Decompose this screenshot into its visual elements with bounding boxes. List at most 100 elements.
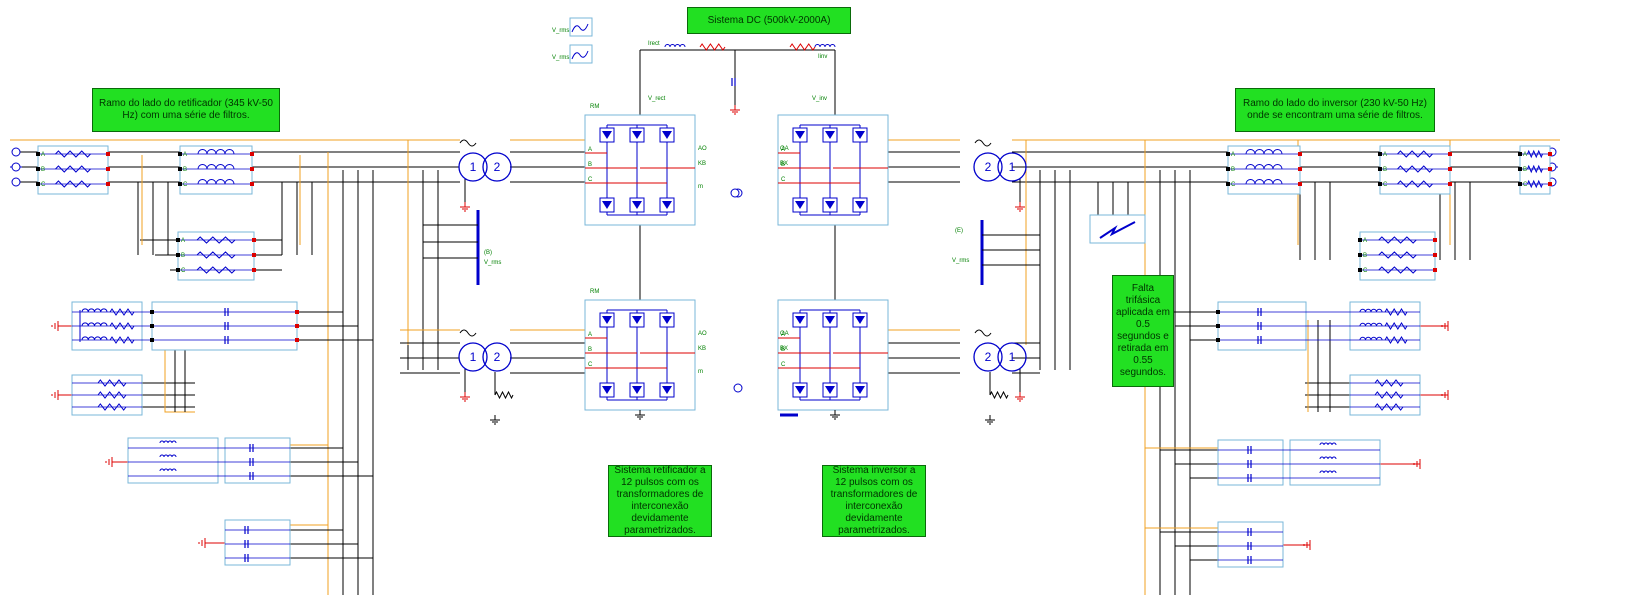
inductor-symbol <box>1245 179 1283 185</box>
ac-source-symbol <box>11 162 21 172</box>
label-rm: RM <box>590 289 599 295</box>
capacitor-symbol <box>244 540 249 548</box>
resistor-symbol <box>196 251 236 259</box>
capacitor-symbol <box>249 472 254 480</box>
capacitor-symbol <box>249 444 254 452</box>
fault-lightning-icon <box>1099 221 1136 239</box>
terminal <box>295 324 299 328</box>
phase-label: A <box>1363 238 1367 244</box>
label-bx: BX <box>780 346 788 352</box>
ground-symbol <box>1015 202 1025 212</box>
inductor-symbol <box>159 468 177 472</box>
terminal <box>1226 152 1230 156</box>
terminal <box>252 253 256 257</box>
inductor-symbol <box>1359 308 1383 313</box>
terminal <box>1433 238 1437 242</box>
terminal <box>36 167 40 171</box>
thyristor-symbol <box>662 131 672 139</box>
terminal <box>1448 182 1452 186</box>
ac-source-symbol <box>11 177 21 187</box>
shunt-filter-resistor-right <box>1359 231 1436 281</box>
label-rm: RM <box>590 104 599 110</box>
capacitor-symbol <box>224 322 229 330</box>
ground-symbol <box>1413 459 1421 469</box>
thyristor-symbol <box>795 201 805 209</box>
transformer-label: 1 <box>470 160 477 174</box>
thyristor-symbol <box>602 316 612 324</box>
ground-symbol <box>1441 321 1449 331</box>
thyristor-symbol <box>632 201 642 209</box>
inductor-symbol <box>1319 442 1337 446</box>
transformer-label: 2 <box>985 350 992 364</box>
transformer-winding <box>458 342 488 372</box>
components-layer <box>11 17 1557 568</box>
thyristor-symbol <box>825 316 835 324</box>
thyristor-symbol <box>795 131 805 139</box>
phase-label: C <box>1523 182 1528 188</box>
terminal <box>106 167 110 171</box>
label-vinv: V_inv <box>812 96 827 102</box>
shunt-filter-right-3-b <box>1289 439 1381 486</box>
transformer-rect-top <box>458 152 512 182</box>
terminal <box>106 182 110 186</box>
resistor-symbol <box>1378 266 1417 274</box>
note-dc-system: Sistema DC (500kV-2000A) <box>687 7 851 34</box>
label-vrms: V_rms <box>952 258 969 264</box>
shunt-filter-3-a <box>127 437 219 484</box>
inductor-symbol <box>1319 470 1337 474</box>
ground-symbol <box>460 392 470 402</box>
terminal <box>1548 167 1552 171</box>
transformer-winding <box>997 342 1027 372</box>
resistor-symbol <box>1374 379 1404 387</box>
transformer-label: 1 <box>1009 160 1016 174</box>
inductor-symbol <box>197 179 235 185</box>
thyristor-symbol <box>662 316 672 324</box>
resistor-symbol <box>1527 149 1543 159</box>
phase-label: B <box>1383 167 1387 173</box>
note-rectifier-system-text: Sistema retificador a 12 pulsos com os t… <box>614 465 706 536</box>
label-vrms: V_rms <box>552 55 569 61</box>
label-bx: BX <box>780 161 788 167</box>
resistor-symbol <box>109 336 135 344</box>
inductor-symbol <box>1359 322 1383 327</box>
capacitor-symbol <box>1247 556 1252 564</box>
transformer-winding <box>973 342 1003 372</box>
phase-label: C <box>1383 182 1388 188</box>
resistor-symbol <box>55 165 91 173</box>
thyristor-symbol <box>825 201 835 209</box>
terminal <box>150 324 154 328</box>
transformer-winding <box>482 152 512 182</box>
terminal <box>1226 182 1230 186</box>
note-rectifier-branch-text: Ramo do lado do retificador (345 kV-50 H… <box>99 98 273 121</box>
terminal <box>1216 324 1220 328</box>
scope-block <box>569 17 593 37</box>
terminal <box>252 238 256 242</box>
thyristor-symbol <box>825 131 835 139</box>
capacitor-symbol <box>224 308 229 316</box>
terminal <box>176 238 180 242</box>
note-inverter-system-text: Sistema inversor a 12 pulsos com os tran… <box>830 465 918 536</box>
transformer-winding <box>997 152 1027 182</box>
waveform-symbol <box>974 329 992 337</box>
thyristor-symbol <box>632 386 642 394</box>
terminal <box>1518 182 1522 186</box>
terminal <box>250 182 254 186</box>
transformer-winding <box>973 152 1003 182</box>
meter-symbol <box>733 383 743 393</box>
terminal <box>1358 238 1362 242</box>
phase-label: C <box>1363 268 1368 274</box>
capacitor-symbol <box>1247 460 1252 468</box>
terminal <box>1378 152 1382 156</box>
capacitor-symbol <box>731 78 736 86</box>
terminal <box>1298 152 1302 156</box>
phase-label: C <box>41 182 46 188</box>
note-inverter-system: Sistema inversor a 12 pulsos com os tran… <box>822 465 926 537</box>
resistor-symbol <box>1397 150 1433 158</box>
resistor-symbol <box>55 180 91 188</box>
transformer-label: 2 <box>985 160 992 174</box>
thyristor-symbol <box>632 131 642 139</box>
label-iinv: Iinv <box>818 54 827 60</box>
phase-label: C <box>181 268 186 274</box>
resistor-symbol <box>1397 165 1433 173</box>
